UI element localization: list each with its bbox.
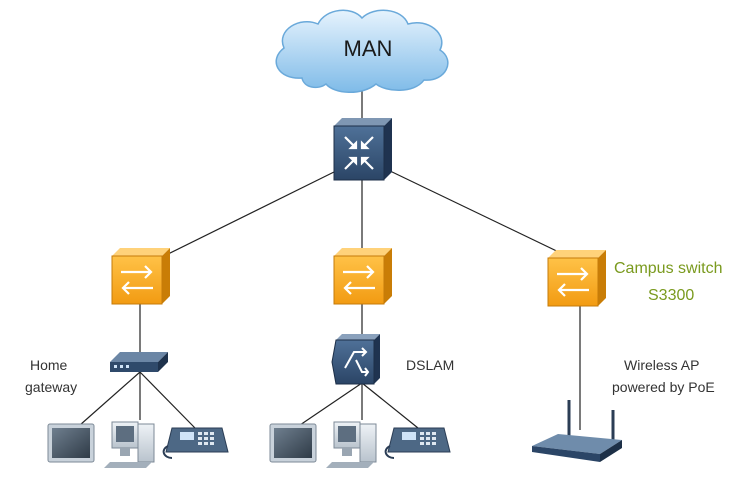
- dslam-label: DSLAM: [406, 357, 454, 373]
- home-gateway: [110, 352, 168, 372]
- wireless-ap-label-line2: powered by PoE: [612, 379, 715, 395]
- core-switch-side: [384, 118, 392, 180]
- home-gateway-label-line1: Home: [30, 357, 68, 373]
- link-gateway-phone: [139, 371, 196, 429]
- core-switch-top: [334, 118, 392, 126]
- monitor-left: [47, 423, 95, 463]
- switch-front: [547, 257, 599, 307]
- dslam-device: [331, 334, 380, 385]
- link-dslam-monitor: [299, 382, 363, 426]
- wireless-ap: [532, 400, 622, 462]
- cloud-icon: [275, 9, 449, 93]
- switch-front: [111, 255, 163, 305]
- dslam-arrows-icon: [344, 347, 370, 377]
- link-core-left-switch: [159, 169, 339, 259]
- link-dslam-phone: [361, 382, 419, 429]
- link-gateway-monitor: [79, 371, 141, 426]
- core-switch: [333, 118, 392, 181]
- dslam-front: [331, 339, 375, 385]
- home-gateway-label-line2: gateway: [25, 379, 77, 395]
- campus-switch: [547, 250, 606, 307]
- pc-left: [104, 421, 155, 468]
- core-switch-front: [333, 125, 385, 181]
- phone-left: [162, 427, 229, 459]
- switch-front: [333, 255, 385, 305]
- phone-icon: [387, 427, 451, 453]
- pc-middle: [326, 421, 377, 468]
- pc-tower-icon: [359, 423, 377, 463]
- access-switch-left: [111, 248, 170, 305]
- man-cloud: MAN: [275, 9, 449, 93]
- campus-switch-label-line2: S3300: [648, 287, 694, 304]
- pc-tower-icon: [137, 423, 155, 463]
- switch-arrows-icon: [121, 265, 153, 295]
- phone-icon: [165, 427, 229, 453]
- cloud-label: MAN: [344, 36, 393, 61]
- monitor-middle: [269, 423, 317, 463]
- core-switch-arrows-icon: [344, 136, 374, 170]
- access-switch-middle: [333, 248, 392, 305]
- switch-arrows-icon: [557, 267, 589, 297]
- links: [79, 80, 581, 430]
- link-core-campus-switch: [387, 169, 566, 256]
- wireless-ap-label-line1: Wireless AP: [624, 357, 699, 373]
- switch-arrows-icon: [343, 265, 375, 295]
- phone-middle: [384, 427, 451, 459]
- campus-switch-label-line1: Campus switch: [614, 260, 722, 277]
